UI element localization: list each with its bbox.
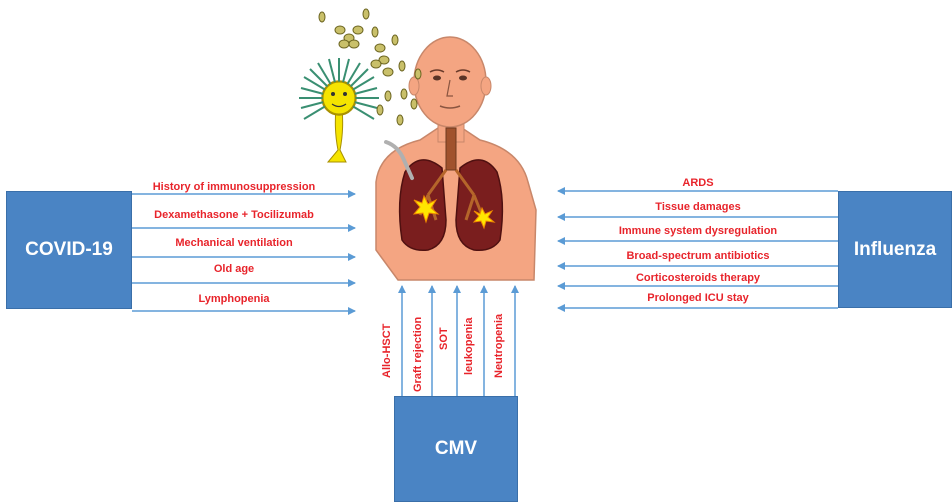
- cmv-label: CMV: [435, 438, 477, 460]
- bottom-factor: Graft rejection: [412, 317, 424, 392]
- right-factor: Prolonged ICU stay: [588, 292, 808, 304]
- left-factor: Mechanical ventilation: [134, 237, 334, 249]
- right-factor: Corticosteroids therapy: [588, 272, 808, 284]
- bottom-factor: Neutropenia: [493, 314, 505, 378]
- right-factor: Immune system dysregulation: [588, 225, 808, 237]
- influenza-label: Influenza: [854, 239, 936, 261]
- influenza-box: Influenza: [838, 191, 952, 308]
- left-factor: Old age: [134, 263, 334, 275]
- covid-19-label: COVID-19: [25, 239, 113, 261]
- aspergillus-illustration: [299, 9, 421, 162]
- bottom-factor: leukopenia: [463, 318, 475, 375]
- bottom-factor: SOT: [438, 327, 450, 350]
- right-factor: Tissue damages: [588, 201, 808, 213]
- left-factor: History of immunosuppression: [134, 181, 334, 193]
- left-factor: Lymphopenia: [134, 293, 334, 305]
- patient-illustration: [376, 37, 536, 280]
- bottom-factor: Allo-HSCT: [381, 324, 393, 378]
- right-factor: Broad-spectrum antibiotics: [588, 250, 808, 262]
- left-factor: Dexamethasone + Tocilizumab: [134, 209, 334, 221]
- cmv-box: CMV: [394, 396, 518, 502]
- right-factor: ARDS: [588, 177, 808, 189]
- covid-19-box: COVID-19: [6, 191, 132, 309]
